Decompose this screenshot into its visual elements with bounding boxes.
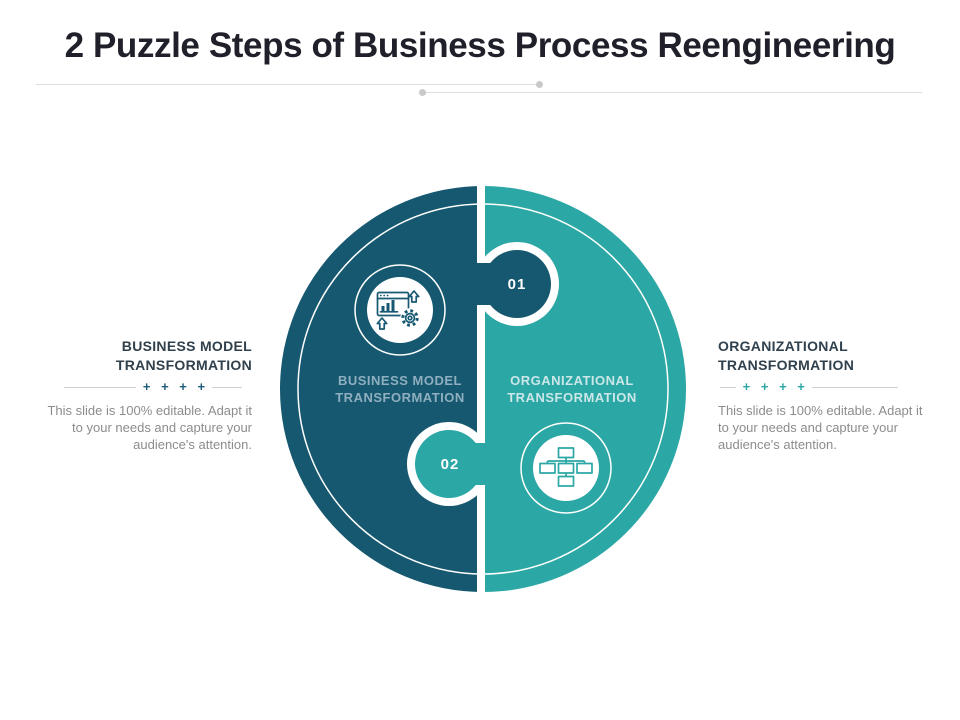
divider-line [212,387,242,389]
panel-heading: ORGANIZATIONAL TRANSFORMATION [718,337,930,375]
piece-label-line: TRANSFORMATION [507,389,637,405]
piece-label-line: TRANSFORMATION [335,389,465,405]
org-chart-icon [539,447,593,487]
divider-dot [536,81,543,88]
divider-dot [419,89,426,96]
panel-body-text: This slide is 100% editable. Adapt it to… [718,403,923,453]
title-divider-line-lower [419,89,922,96]
slide-title: 2 Puzzle Steps of Business Process Reeng… [64,26,896,65]
piece-label-line: BUSINESS MODEL [337,373,462,388]
panel-body-text: This slide is 100% editable. Adapt it to… [47,403,252,453]
icon-circle-business-model [354,264,446,356]
divider-line [64,387,136,389]
dashboard-gear-icon [376,290,420,330]
title-divider-line-upper [36,81,543,88]
panel-heading-line: BUSINESS MODEL [121,338,252,354]
step-number-01: 01 [507,276,527,293]
panel-heading-line: ORGANIZATIONAL [718,338,848,354]
puzzle-knob-01 [460,242,559,326]
panel-organizational: ORGANIZATIONAL TRANSFORMATION + + + + Th… [718,337,930,454]
plus-decoration: + + + + [142,379,206,395]
piece-label-line: ORGANIZATIONAL [510,373,634,388]
panel-heading-line: TRANSFORMATION [718,357,855,374]
icon-circle-organizational [520,422,612,514]
panel-heading: BUSINESS MODEL TRANSFORMATION [40,337,252,375]
piece-label-business-model: BUSINESS MODEL TRANSFORMATION [310,373,490,407]
piece-label-organizational: ORGANIZATIONAL TRANSFORMATION [482,373,662,407]
panel-business-model: BUSINESS MODEL TRANSFORMATION + + + + Th… [40,337,252,454]
divider-line [811,387,898,389]
puzzle-knob-02 [407,422,502,506]
panel-heading-line: TRANSFORMATION [115,357,252,374]
step-number-02: 02 [440,456,460,473]
plus-divider: + + + + [720,379,898,395]
divider-line [720,387,736,389]
plus-decoration: + + + + [742,379,805,395]
piece-divider [477,186,485,592]
plus-divider: + + + + [64,379,242,395]
